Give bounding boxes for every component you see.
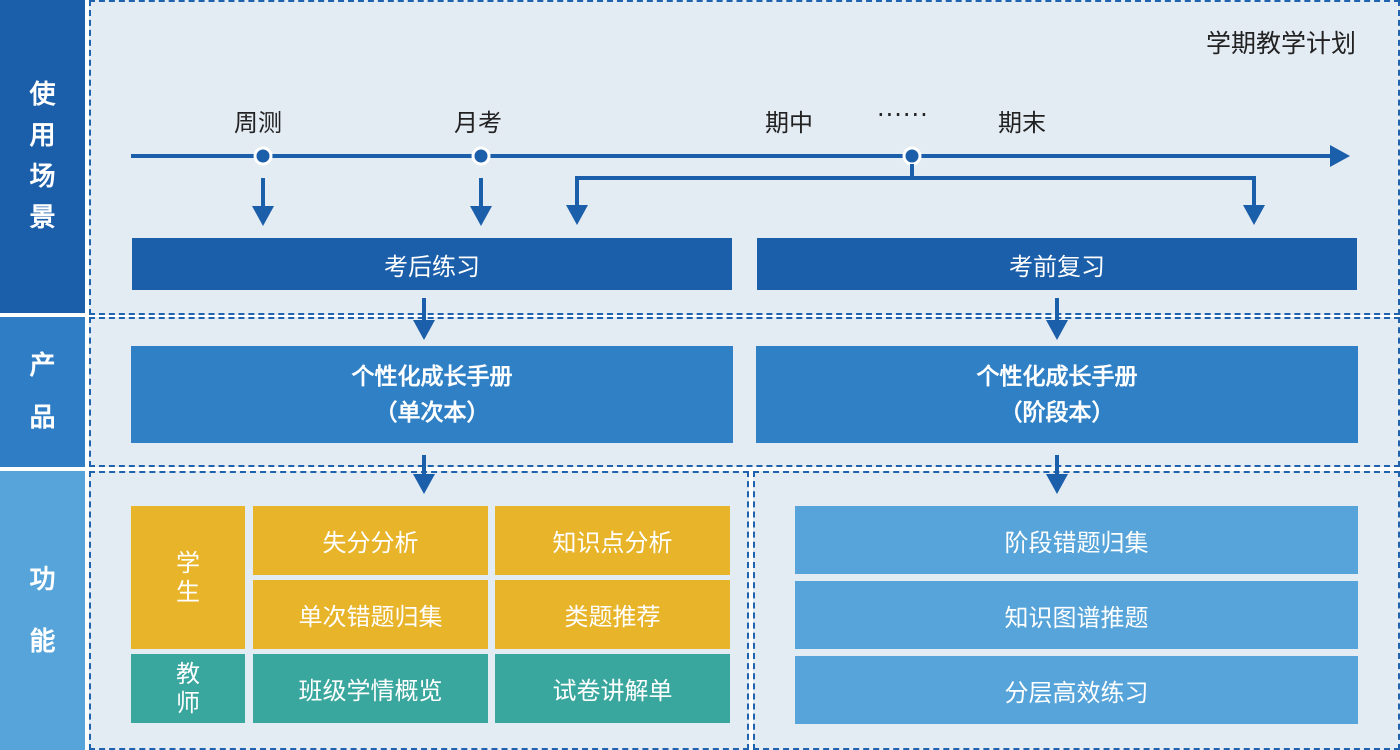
product-single-title: 个性化成长手册 (351, 363, 513, 390)
sidebar-product-char: 产 (29, 351, 56, 381)
feature-layered-practice: 分层高效练习 (795, 656, 1358, 724)
bracket (575, 176, 1256, 206)
sidebar-feature: 功 能 (0, 471, 85, 750)
product-stage: 个性化成长手册 （阶段本） (756, 346, 1358, 443)
arrow-monthly-head (470, 206, 492, 226)
product-stage-subtitle: （阶段本） (999, 399, 1115, 426)
sidebar-feature-char: 能 (29, 626, 56, 657)
student-label-char: 生 (176, 577, 200, 606)
product-single: 个性化成长手册 （单次本） (131, 346, 733, 443)
timeline-label-weekly: 周测 (234, 109, 282, 137)
timeline-node-midterm (902, 146, 922, 166)
arrow-weekly-head (252, 206, 274, 226)
arrow-product-feature-right-head (1046, 474, 1068, 494)
student-label-char: 学 (176, 548, 200, 577)
timeline-node-weekly (253, 146, 273, 166)
sidebar-scene: 使 用 场 景 (0, 0, 85, 313)
bracket-right-head (1243, 205, 1265, 225)
feature-paper-explanation: 试卷讲解单 (495, 654, 730, 723)
sidebar-scene-char: 场 (29, 161, 56, 192)
feature-knowledge-point: 知识点分析 (495, 506, 730, 575)
arrow-product-feature-left-head (413, 474, 435, 494)
scene-before-exam: 考前复习 (757, 238, 1357, 290)
timeline-label-final: 期末 (998, 109, 1046, 137)
product-single-subtitle: （单次本） (374, 399, 490, 426)
feature-class-overview: 班级学情概览 (253, 654, 488, 723)
sidebar-scene-char: 用 (29, 120, 56, 151)
sidebar-scene-char: 景 (29, 202, 56, 233)
sidebar-product-char: 品 (29, 403, 56, 433)
feature-stage-mistakes: 阶段错题归集 (795, 506, 1358, 574)
feature-knowledge-graph: 知识图谱推题 (795, 581, 1358, 649)
feature-single-mistakes: 单次错题归集 (253, 580, 488, 649)
arrow-scene-product-right-head (1046, 320, 1068, 340)
sidebar-scene-char: 使 (29, 79, 56, 110)
timeline-label-monthly: 月考 (454, 109, 502, 137)
scene-after-exam: 考后练习 (132, 238, 732, 290)
plan-title: 学期教学计划 (1205, 29, 1356, 58)
teacher-label-char: 师 (176, 688, 200, 717)
timeline-label-ellipsis: ······ (877, 101, 929, 129)
feature-score-loss: 失分分析 (253, 506, 488, 575)
arrow-scene-product-left-head (413, 320, 435, 340)
feature-similar-questions: 类题推荐 (495, 580, 730, 649)
timeline-arrowhead (1330, 145, 1350, 167)
student-label: 学 生 (131, 506, 245, 649)
teacher-label-char: 教 (176, 659, 200, 688)
timeline-label-midterm: 期中 (765, 109, 813, 137)
sidebar-feature-char: 功 (29, 564, 56, 595)
product-stage-title: 个性化成长手册 (976, 363, 1138, 390)
teacher-label: 教 师 (131, 654, 245, 723)
sidebar-product: 产 品 (0, 317, 85, 467)
timeline-node-monthly (471, 146, 491, 166)
bracket-left-head (566, 205, 588, 225)
